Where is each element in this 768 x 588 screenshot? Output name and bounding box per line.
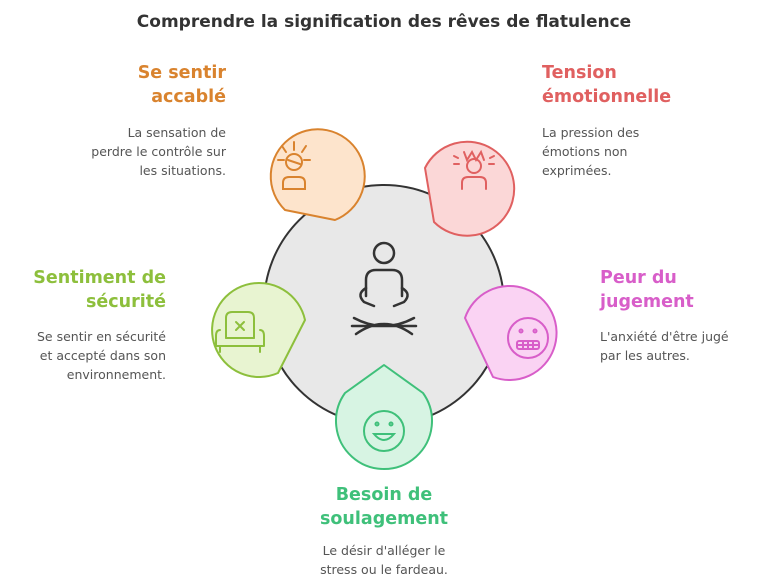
relief-heading: Besoin de soulagement xyxy=(284,483,484,531)
tension-description-line: émotions non xyxy=(542,144,628,159)
armchair-icon xyxy=(215,311,265,353)
tension-description: La pression des émotions non exprimées. xyxy=(542,123,742,180)
overwhelmed-description-line: les situations. xyxy=(139,163,226,178)
security-description-line: et accepté dans son xyxy=(39,348,166,363)
tension-heading-line: émotionnelle xyxy=(542,87,672,107)
tension-petal xyxy=(424,140,516,237)
overwhelmed-description-line: perdre le contrôle sur xyxy=(91,144,226,159)
judgment-heading-line: jugement xyxy=(600,292,694,312)
overwhelmed-heading-line: accablé xyxy=(151,87,226,107)
relief-heading-line: soulagement xyxy=(319,509,449,529)
tension-heading: Tension émotionnelle xyxy=(542,61,742,109)
overwhelmed-heading: Se sentir accablé xyxy=(80,61,226,109)
overwhelmed-description-line: La sensation de xyxy=(127,125,226,140)
relief-description-line: stress ou le fardeau. xyxy=(320,562,448,577)
overwhelmed-petal xyxy=(269,128,366,221)
judgment-description-line: par les autres. xyxy=(600,348,690,363)
smiling-face-icon xyxy=(363,410,405,452)
judgment-description-line: L'anxiété d'être jugé xyxy=(600,329,729,344)
judgment-heading-line: Peur du xyxy=(600,268,677,288)
judgment-heading: Peur du jugement xyxy=(600,266,760,314)
relief-petal xyxy=(335,364,433,470)
relief-description: Le désir d'alléger le stress ou le farde… xyxy=(284,541,484,579)
tension-heading-line: Tension xyxy=(542,63,617,83)
judgment-petal xyxy=(464,285,558,382)
security-petal xyxy=(211,282,306,378)
security-description: Se sentir en sécurité et accepté dans so… xyxy=(6,327,166,384)
judgment-description: L'anxiété d'être jugé par les autres. xyxy=(600,327,766,365)
tension-description-line: exprimées. xyxy=(542,163,612,178)
security-description-line: environnement. xyxy=(66,367,166,382)
meditating-person-icon xyxy=(350,241,418,336)
page-title: Comprendre la signification des rêves de… xyxy=(136,12,632,32)
relief-heading-line: Besoin de xyxy=(335,485,433,505)
security-heading: Sentiment de sécurité xyxy=(10,266,166,314)
security-heading-line: sécurité xyxy=(86,292,166,312)
security-description-line: Se sentir en sécurité xyxy=(37,329,166,344)
security-heading-line: Sentiment de xyxy=(33,268,166,288)
overwhelmed-heading-line: Se sentir xyxy=(137,63,226,83)
relief-description-line: Le désir d'alléger le xyxy=(322,543,446,558)
tension-description-line: La pression des xyxy=(542,125,640,140)
overwhelmed-description: La sensation de perdre le contrôle sur l… xyxy=(40,123,226,180)
tense-person-icon xyxy=(453,149,495,190)
grimace-face-icon xyxy=(507,317,549,359)
stressed-person-icon xyxy=(277,141,311,190)
